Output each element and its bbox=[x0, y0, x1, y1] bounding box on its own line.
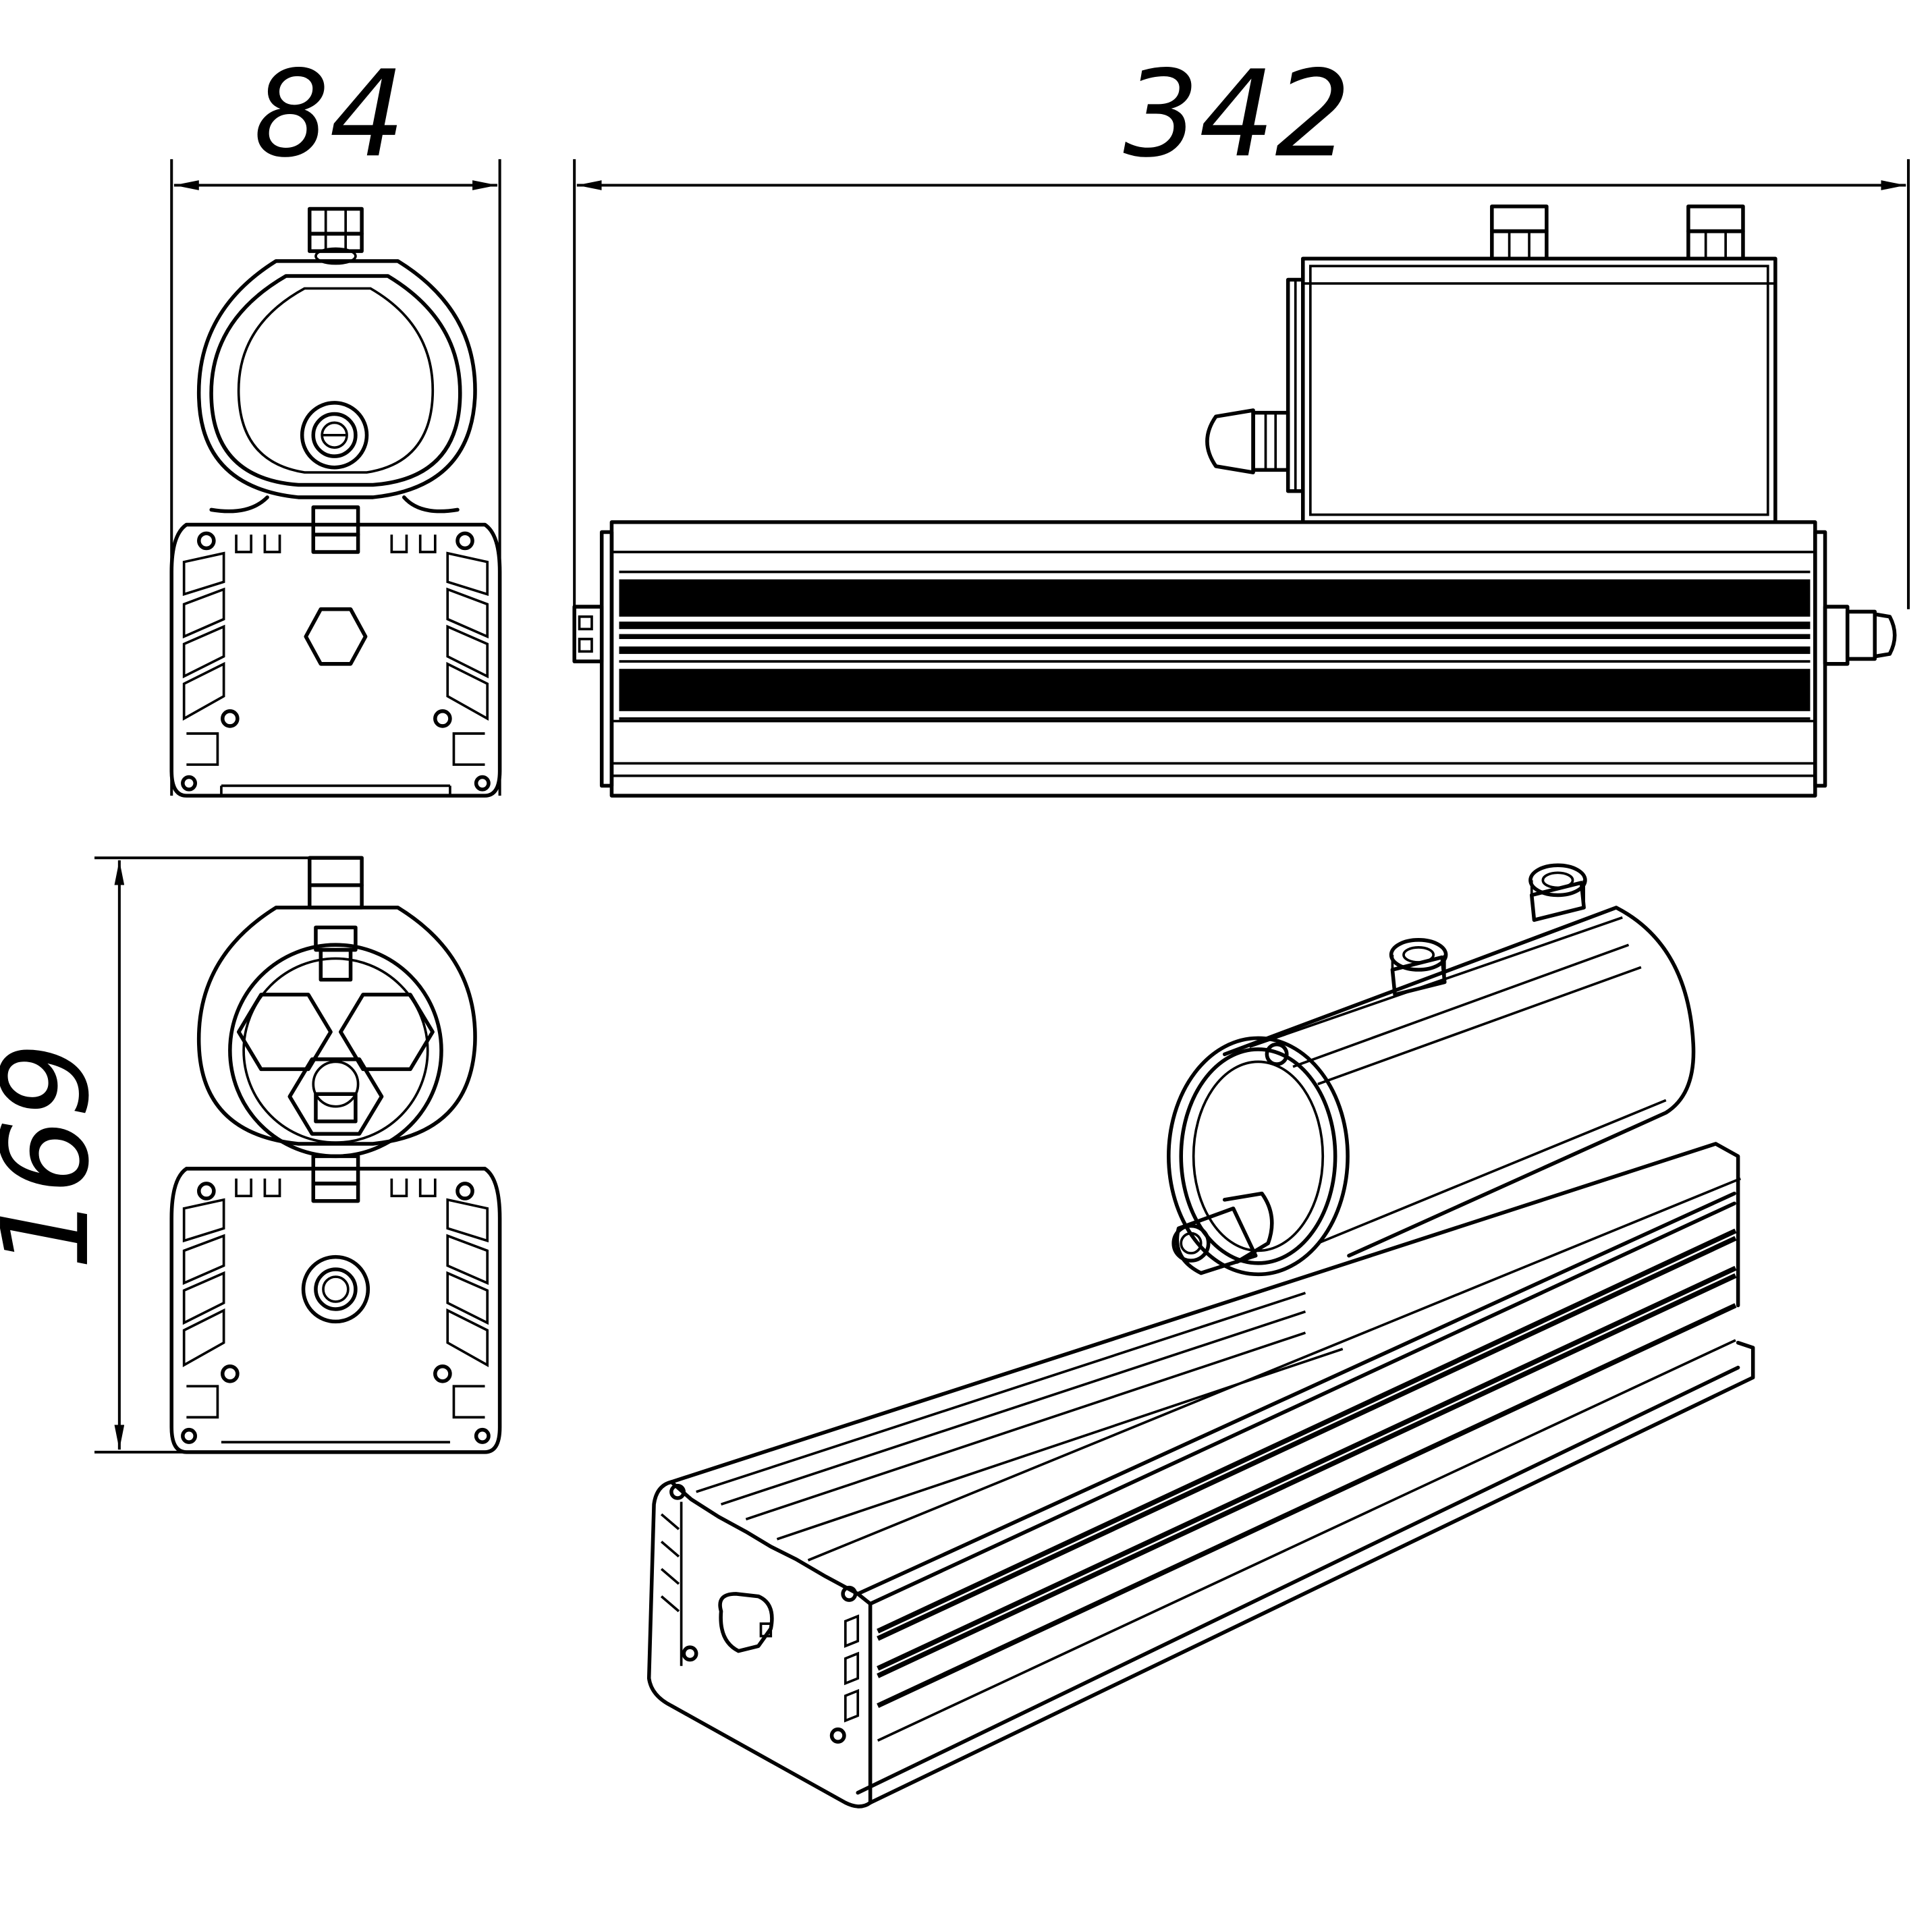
dimension-length: 342 bbox=[573, 45, 1910, 609]
dimension-height-label: 169 bbox=[0, 1043, 115, 1271]
dimension-width: 84 bbox=[170, 45, 501, 796]
isometric-view bbox=[646, 863, 1755, 1809]
dimension-width-label: 84 bbox=[254, 45, 406, 184]
end-view-rear bbox=[169, 856, 502, 1454]
dimension-height: 169 bbox=[0, 856, 363, 1454]
dimension-length-label: 342 bbox=[1123, 45, 1351, 184]
end-view-front bbox=[169, 206, 502, 798]
iso-nut-1 bbox=[1389, 938, 1448, 997]
iso-nut-2 bbox=[1528, 863, 1587, 922]
side-view bbox=[572, 204, 1897, 798]
